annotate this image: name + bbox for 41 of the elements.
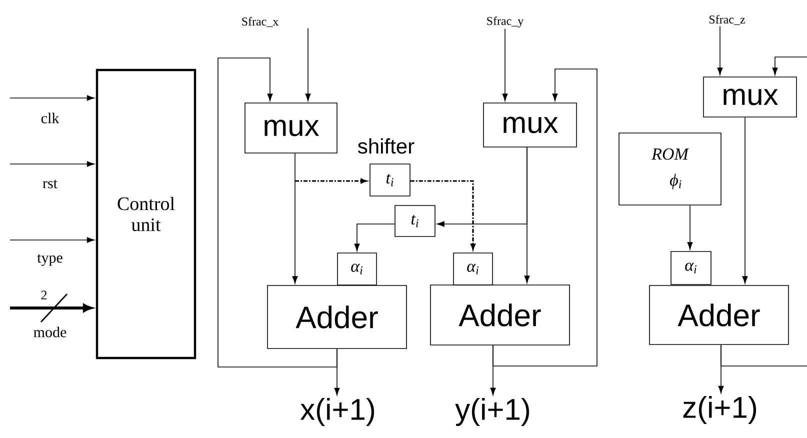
output-label: z(i+1): [683, 396, 756, 424]
arrow: [305, 28, 311, 102]
arrow: [295, 178, 367, 184]
bus-width-label: 2: [41, 290, 47, 300]
mux-box: mux: [483, 102, 577, 148]
signal-label: mode: [34, 326, 66, 338]
alpha-box: α$_{i}$: [670, 251, 712, 285]
arrow: [10, 95, 94, 101]
arrow: [10, 237, 94, 243]
signal-label: Sfrac_z: [709, 15, 745, 25]
signal-label: type: [37, 254, 62, 266]
arrow: [687, 205, 693, 250]
arrow: [354, 224, 395, 252]
output-label: y(i+1): [455, 398, 530, 426]
shifter-box: t$_{i}$: [394, 205, 436, 237]
rom-box: ROM ϕ$_{i}$: [618, 132, 722, 206]
alpha-box: α$_{i}$: [453, 252, 493, 286]
arrow: [292, 153, 298, 284]
signal-label: clk: [41, 112, 60, 124]
output-label: x(i+1): [300, 398, 374, 426]
control-unit-box: Control unit: [96, 68, 196, 360]
mux-box: mux: [244, 102, 338, 154]
signal-label: Sfrac_x: [242, 17, 279, 27]
signal-label: Sfrac_y: [487, 16, 524, 28]
adder-box: Adder: [267, 285, 407, 349]
arrow: [436, 147, 528, 227]
shifter-box: t$_{i}$: [370, 164, 410, 196]
arrow: [742, 117, 748, 284]
arrow: [492, 68, 598, 366]
arrow: [10, 161, 94, 167]
adder-box: Adder: [430, 284, 570, 346]
alpha-box: α$_{i}$: [337, 252, 377, 286]
signal-label: rst: [42, 180, 58, 188]
arrow: [502, 28, 508, 102]
adder-box: Adder: [649, 285, 789, 345]
arrow: [218, 58, 338, 368]
mux-box: mux: [703, 76, 797, 118]
shifter-label: shifter: [358, 138, 414, 154]
arrow: [720, 56, 807, 366]
arrow: [717, 26, 723, 76]
arrow: [410, 180, 476, 250]
